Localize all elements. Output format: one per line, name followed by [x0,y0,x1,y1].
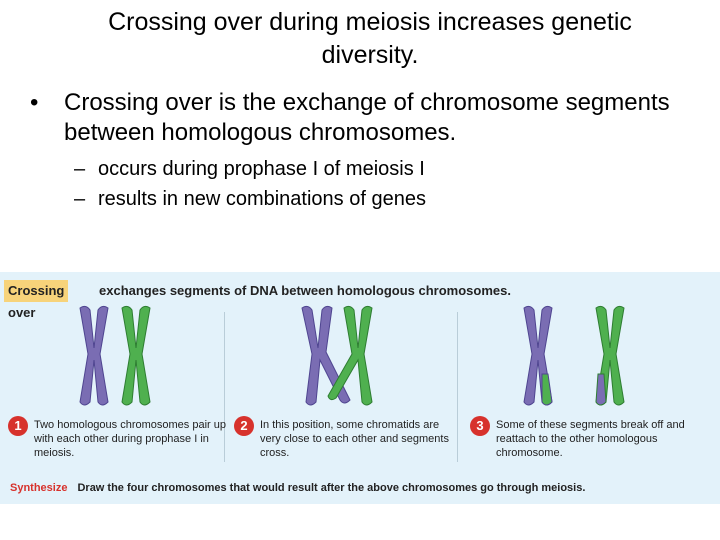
exchanged-segments-illustration [523,305,625,406]
panel-divider [224,312,225,462]
purple-chromosome [79,305,109,406]
dash-icon: – [74,188,86,210]
panel-divider [457,312,458,462]
step-2-text: In this position, some chromatids are ve… [260,419,449,459]
green-chromosome [595,305,625,406]
slide-title: Crossing over during meiosis increases g… [108,8,632,69]
synthesize-prompt: Synthesize Draw the four chromosomes that… [10,480,585,496]
crossing-over-figure: Crossing over exchanges segments of DNA … [0,272,720,504]
step-3-text: Some of these segments break off and rea… [496,419,685,459]
main-bullet-text: Crossing over is the exchange of chromos… [64,89,670,146]
green-chromosome [327,305,373,406]
main-bullet: • Crossing over is the exchange of chrom… [30,88,690,148]
step-1-text: Two homologous chromosomes pair up with … [34,419,226,459]
figure-heading-text: exchanges segments of DNA between homolo… [99,283,511,298]
sub-bullet-2-text: results in new combinations of genes [98,188,426,210]
sub-bullet-1-text: occurs during prophase I of meiosis I [98,158,425,180]
crossing-illustration [301,305,373,406]
synthesize-label: Synthesize [10,482,68,494]
synthesize-text: Draw the four chromosomes that would res… [77,482,586,494]
figure-heading-highlight: Crossing over [4,280,69,320]
sub-bullet-1: –occurs during prophase I of meiosis I [74,156,425,182]
green-chromosome [121,305,151,406]
purple-chromosome [301,305,351,406]
bullet-dot: • [30,89,39,116]
step-2-badge: 2 [234,416,254,436]
step-3-badge: 3 [470,416,490,436]
purple-chromosome [523,305,553,406]
sub-bullet-2: –results in new combinations of genes [74,186,426,212]
homologous-pair-illustration [79,305,151,406]
dash-icon: – [74,158,86,180]
step-1-badge: 1 [8,416,28,436]
